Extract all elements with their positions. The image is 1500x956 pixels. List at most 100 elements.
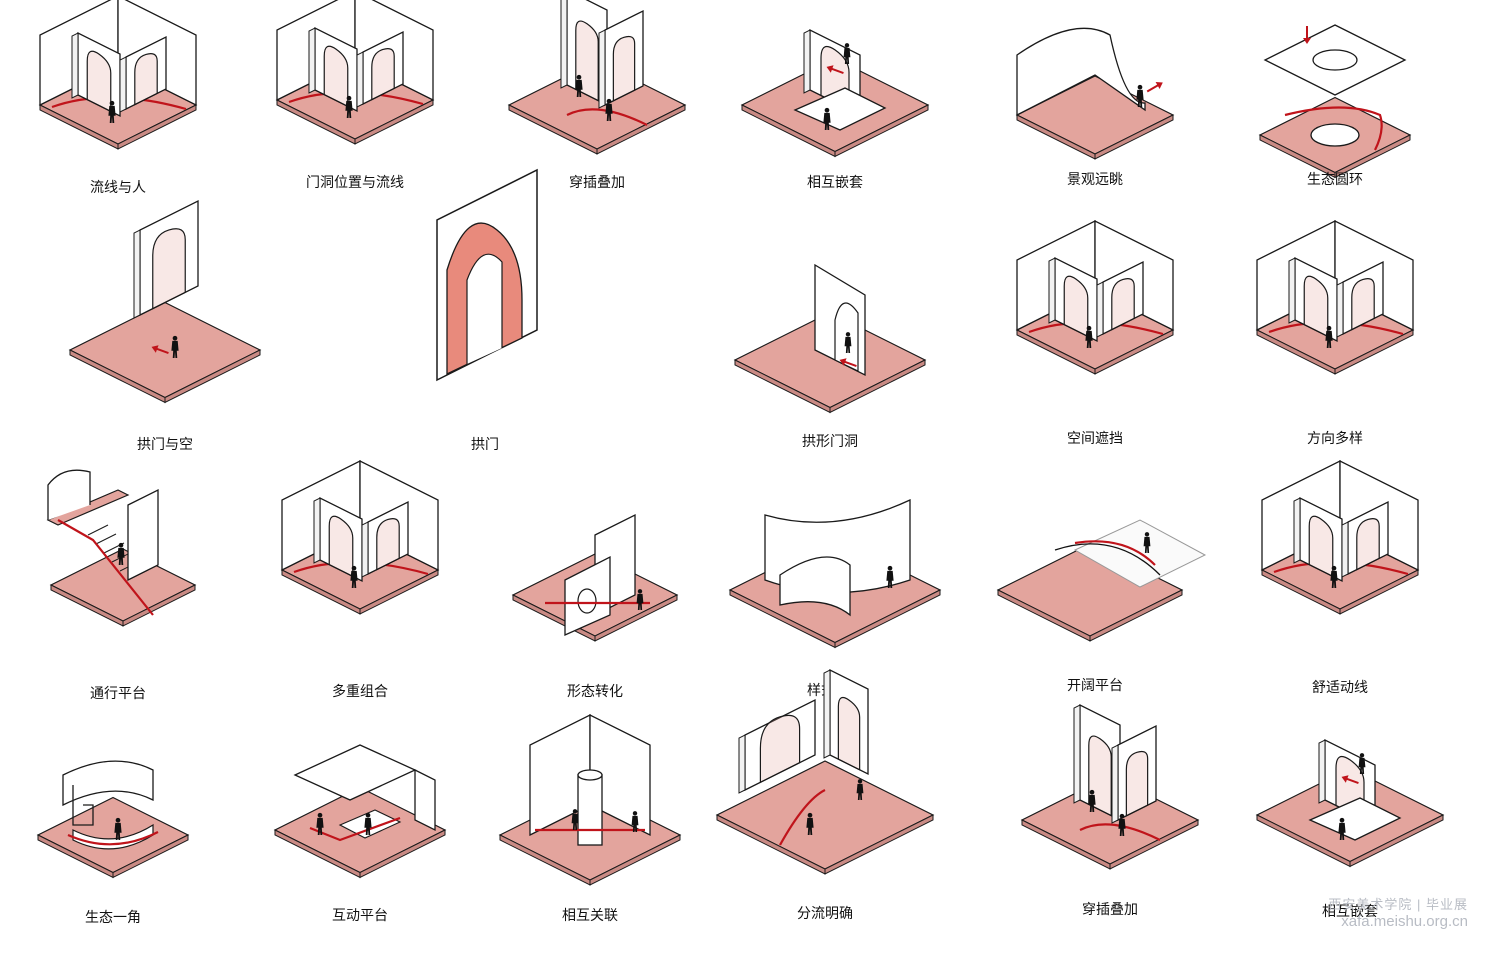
circulation-line: [1074, 540, 1156, 566]
diagram-stairs: [46, 469, 197, 627]
person-silhouette-icon: [108, 100, 116, 123]
arch-opening: [612, 35, 636, 102]
wall-thickness: [1318, 739, 1326, 804]
person-silhouette-icon: [1088, 789, 1096, 812]
upper-platform: [46, 489, 130, 526]
platform-edge: [1054, 543, 1161, 576]
floor-edge: [112, 834, 189, 879]
watermark-brand: 西安美术学院 | 毕业展: [1328, 897, 1468, 912]
floor-edge: [359, 569, 439, 615]
diagram-caption: 穿插叠加: [1082, 902, 1138, 918]
diagram-wall-arch: [733, 263, 927, 414]
diagram-big-arch: [436, 168, 538, 382]
column-top: [577, 769, 603, 781]
diagram-caption: 流线与人: [90, 180, 146, 196]
wall-thickness: [1341, 521, 1349, 578]
floor-edge: [1094, 329, 1174, 375]
floor-edge: [1109, 819, 1199, 870]
person-silhouette-icon: [1330, 565, 1338, 588]
person-silhouette-icon: [571, 809, 579, 830]
diagram-caption: 互动平台: [332, 908, 388, 924]
watermark: 西安美术学院 | 毕业展 xafa.meishu.org.cn: [1328, 894, 1468, 930]
wall-thickness: [361, 521, 369, 578]
diagram-caption: 多重组合: [332, 684, 388, 700]
person-silhouette-icon: [1358, 753, 1366, 774]
person-silhouette-icon: [843, 43, 851, 64]
arch-wall: [47, 469, 91, 520]
wall-thickness: [119, 56, 127, 113]
wall-thickness: [1048, 257, 1056, 324]
person-silhouette-icon: [1325, 325, 1333, 348]
diagram-caption: 舒适动线: [1312, 680, 1368, 696]
diagram-caption: 空间遮挡: [1067, 431, 1123, 447]
diagram-corner: [36, 760, 190, 879]
arch-opening: [152, 228, 186, 310]
person-silhouette-icon: [605, 98, 613, 121]
arch-opening: [1063, 275, 1089, 338]
side-wall: [414, 768, 436, 832]
floor-edge: [594, 594, 678, 642]
wall-thickness: [133, 229, 141, 319]
diagram-caption: 景观远眺: [1067, 172, 1123, 188]
person-silhouette-icon: [844, 332, 852, 353]
red-arrow-icon: [826, 65, 844, 75]
red-arrow-icon: [1303, 26, 1311, 44]
floor-edge: [1089, 589, 1183, 642]
back-wall-right: [589, 713, 651, 837]
floor-edge: [117, 104, 197, 150]
arch-opening: [1308, 515, 1334, 578]
diagram-nested: [740, 28, 930, 158]
person-silhouette-icon: [345, 95, 353, 118]
diagram-caption: 形态转化: [567, 684, 623, 700]
diagram-caption: 生态一角: [85, 910, 141, 926]
diagram-caption: 方向多样: [1307, 431, 1363, 447]
wall-thickness: [356, 51, 364, 108]
floor-edge: [1339, 569, 1419, 615]
arch-opening: [759, 714, 801, 784]
person-silhouette-icon: [886, 565, 894, 588]
wall-thickness: [71, 32, 79, 99]
arch-opening: [371, 48, 395, 101]
platform-block: [793, 87, 887, 131]
person-silhouette-icon: [823, 107, 831, 130]
arch-opening: [1351, 278, 1375, 331]
diagram-column: [498, 713, 682, 886]
arch-opening: [1125, 750, 1149, 817]
circulation-line: [779, 789, 826, 846]
arch-opening: [1111, 278, 1135, 331]
canopy: [62, 760, 154, 807]
diagram-box-arches: [1015, 219, 1175, 375]
wall-thickness: [1111, 744, 1119, 824]
arch-opening: [1356, 518, 1380, 571]
diagram-caption: 拱形门洞: [802, 434, 858, 450]
person-silhouette-icon: [1085, 325, 1093, 348]
floor-edge: [1349, 814, 1444, 868]
diagram-ring: [1258, 24, 1412, 179]
stair-step: [87, 524, 109, 536]
person-silhouette-icon: [316, 812, 324, 835]
arch-opening: [134, 53, 158, 106]
arch-opening: [466, 253, 503, 364]
ring-opening: [1312, 49, 1358, 71]
diagram-caption: 门洞位置与流线: [306, 175, 404, 191]
diagram-caption: 拱门: [471, 437, 499, 453]
circulation-line: [566, 108, 648, 126]
